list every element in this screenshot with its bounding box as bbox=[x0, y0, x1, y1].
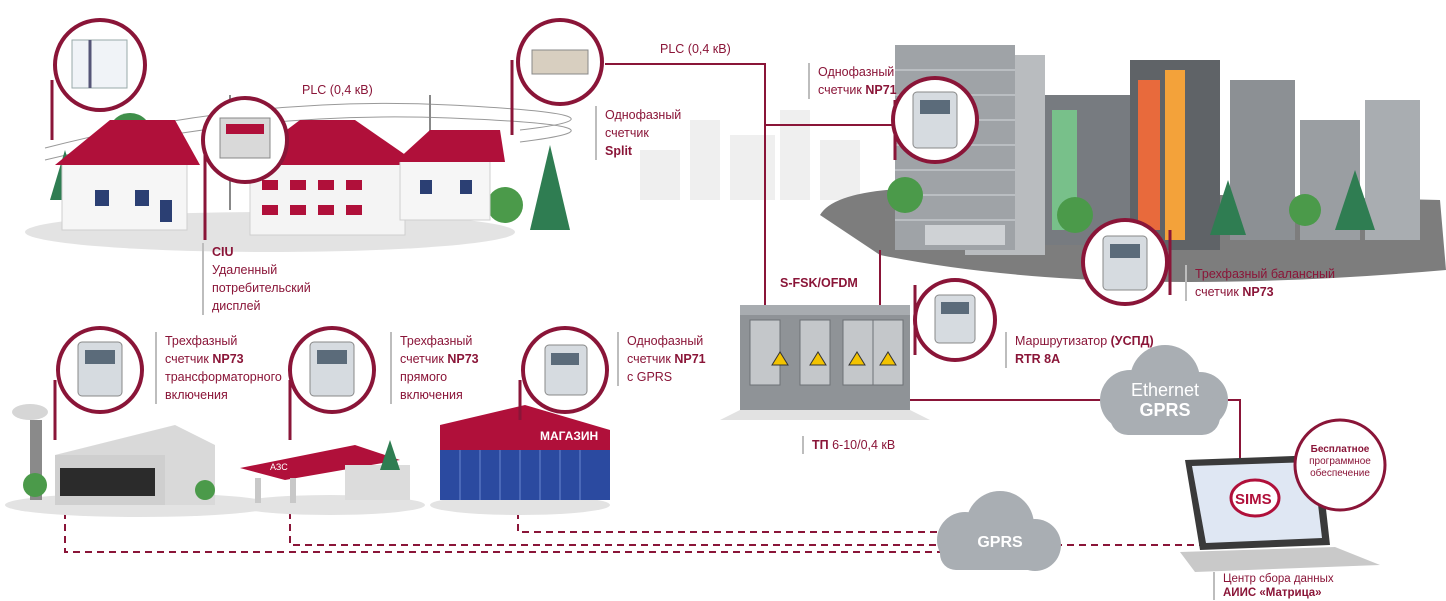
shop-sign: МАГАЗИН bbox=[540, 429, 598, 443]
shop-building: МАГАЗИН bbox=[430, 405, 610, 515]
plc-top-label: PLC (0,4 кВ) bbox=[660, 42, 731, 56]
gprs-cloud-text: GPRS bbox=[977, 534, 1023, 551]
data-center-label: Центр сбора данных АИИС «Матрица» bbox=[1213, 572, 1334, 600]
callout-np73-transformer-bubble bbox=[53, 326, 144, 440]
sfsk-label: S-FSK/OFDM bbox=[780, 276, 858, 290]
callout-np73-direct-bubble bbox=[288, 326, 376, 440]
callout-np71-gprs-bubble bbox=[518, 326, 609, 420]
factory-building bbox=[5, 404, 275, 517]
laptop-data-center: SIMS bbox=[1180, 455, 1380, 572]
np71-gprs-label: Однофазный счетчик NP71 с GPRS bbox=[617, 332, 706, 386]
np73-direct-label: Трехфазный счетчик NP73 прямого включени… bbox=[390, 332, 479, 404]
village-houses bbox=[25, 95, 572, 252]
substation-label: ТП 6-10/0,4 кВ bbox=[802, 436, 895, 454]
gas-station-sign: АЗС bbox=[270, 462, 288, 472]
ethernet-gprs-cloud-text: Ethernet GPRS bbox=[1130, 380, 1200, 420]
ciu-label: CIU Удаленный потребительский дисплей bbox=[202, 243, 311, 315]
callout-wiring-bubble bbox=[50, 18, 147, 140]
gprs-dashed-links bbox=[64, 500, 1210, 553]
np73-transformer-label: Трехфазный счетчик NP73 трансформаторног… bbox=[155, 332, 282, 404]
sims-logo: SIMS bbox=[1235, 491, 1272, 508]
callout-np71-bubble bbox=[891, 76, 979, 164]
callout-np73-balance-bubble bbox=[1081, 218, 1172, 306]
router-bubble bbox=[913, 278, 997, 362]
router-label: Маршрутизатор (УСПД) RTR 8A bbox=[1005, 332, 1154, 368]
gprs-cloud bbox=[937, 491, 1061, 571]
substation-tp bbox=[720, 305, 930, 420]
plc-village-label: PLC (0,4 кВ) bbox=[302, 83, 373, 97]
split-meter-label: Однофазный счетчик Split bbox=[595, 106, 681, 160]
free-software-badge bbox=[1293, 418, 1387, 512]
callout-split-bubble bbox=[510, 18, 604, 135]
ethernet-link bbox=[905, 399, 1241, 460]
city-buildings bbox=[820, 45, 1446, 282]
plc-links bbox=[605, 63, 895, 310]
free-software-badge-text: Бесплатное программное обеспечение bbox=[1309, 444, 1371, 479]
callout-ciu-bubble bbox=[201, 96, 289, 240]
np73-balance-label: Трехфазный балансный счетчик NP73 bbox=[1185, 265, 1335, 301]
ethernet-gprs-cloud bbox=[1100, 345, 1228, 435]
gas-station: АЗС bbox=[235, 440, 425, 515]
np71-city-label: Однофазный счетчик NP71 bbox=[808, 63, 897, 99]
